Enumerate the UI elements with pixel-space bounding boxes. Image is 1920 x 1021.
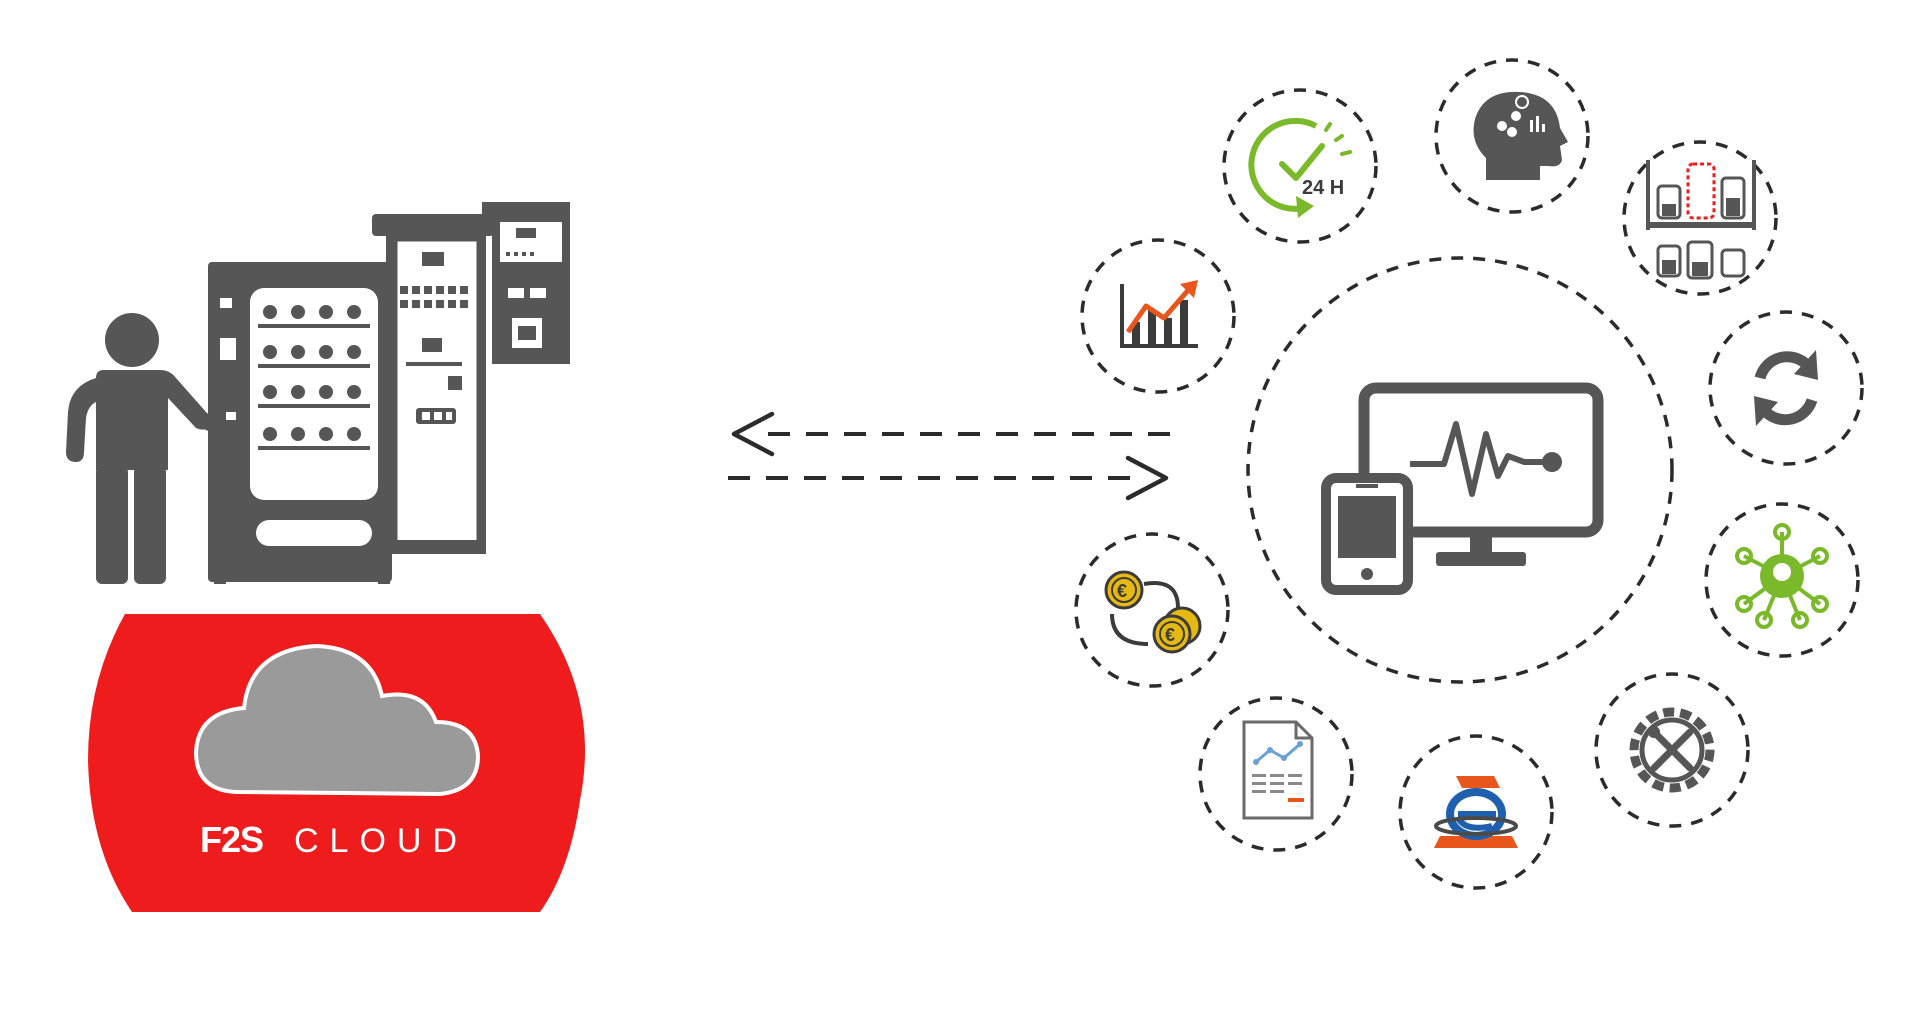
maintenance-gear-icon bbox=[1629, 707, 1715, 793]
sales-chart-node bbox=[1080, 238, 1236, 394]
inventory-shelves-node bbox=[1622, 140, 1778, 296]
sync-node bbox=[1708, 310, 1864, 466]
report-document-icon bbox=[1242, 720, 1314, 820]
maintenance-node bbox=[1594, 672, 1750, 828]
sales-chart-icon bbox=[1120, 280, 1198, 348]
arrow-left-icon bbox=[731, 411, 775, 457]
vending-scene bbox=[66, 202, 570, 584]
central-hub bbox=[1246, 256, 1674, 684]
monitoring-devices-icon bbox=[1321, 382, 1604, 595]
report-node bbox=[1198, 696, 1354, 852]
network-hub-node bbox=[1704, 502, 1860, 658]
coin-exchange-icon: € € bbox=[1104, 570, 1202, 654]
clock-label: 24 H bbox=[1302, 177, 1344, 199]
coin-symbol-2: € bbox=[1165, 625, 1175, 645]
sync-icon bbox=[1754, 350, 1818, 426]
snack-vending-machine-icon bbox=[208, 262, 392, 584]
e-invoice-logo-icon bbox=[1434, 776, 1518, 848]
clock-24h-icon: 24 H bbox=[1248, 117, 1352, 218]
cloud-icon bbox=[193, 643, 481, 797]
coin-symbol-1: € bbox=[1117, 581, 1127, 601]
operator-person-icon bbox=[66, 313, 219, 584]
inventory-shelves-icon bbox=[1646, 160, 1756, 280]
brain-analytics-node bbox=[1434, 58, 1590, 214]
drink-vending-machine-icon bbox=[372, 214, 494, 554]
coin-exchange-node: € € bbox=[1074, 532, 1230, 688]
f2s-cloud-badge: F2S CLOUD bbox=[88, 614, 585, 912]
brain-analytics-icon bbox=[1473, 91, 1568, 180]
network-hub-icon bbox=[1735, 523, 1829, 629]
clock-24h-node: 24 H bbox=[1222, 88, 1378, 244]
arrow-right-icon bbox=[1125, 455, 1169, 501]
brand-prefix: F2S bbox=[200, 819, 263, 860]
brand-suffix: CLOUD bbox=[294, 822, 468, 860]
coffee-vending-machine-icon bbox=[482, 202, 570, 364]
e-invoice-node bbox=[1398, 734, 1554, 890]
data-exchange-arrows bbox=[728, 411, 1170, 501]
